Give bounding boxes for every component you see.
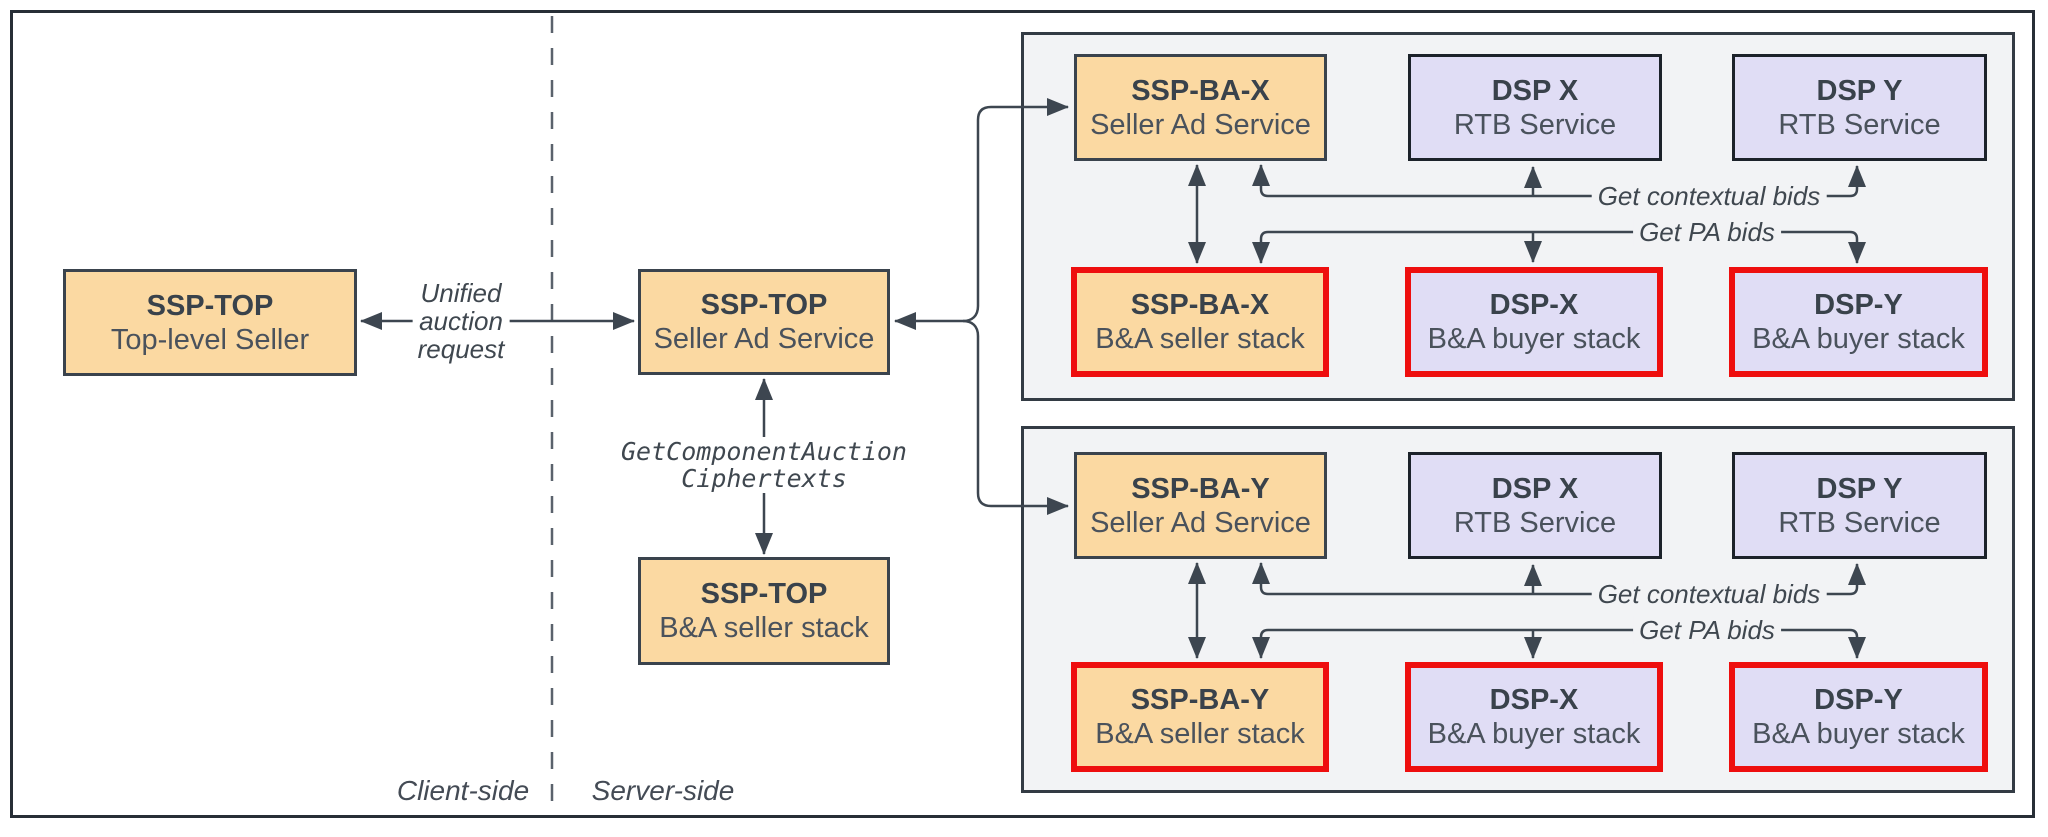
node-title: SSP-TOP bbox=[700, 578, 828, 610]
node-title: DSP-X bbox=[1489, 289, 1579, 321]
node-subtitle: RTB Service bbox=[1778, 506, 1941, 539]
node-subtitle: B&A buyer stack bbox=[1752, 323, 1965, 355]
panel-y-node-dsp-y-rtb-service: DSP Y RTB Service bbox=[1732, 452, 1987, 559]
node-title: DSP-Y bbox=[1814, 289, 1903, 321]
node-title: DSP Y bbox=[1816, 74, 1903, 107]
node-subtitle: Top-level Seller bbox=[110, 323, 310, 356]
node-title: DSP X bbox=[1491, 74, 1579, 107]
panel-x-edge-label-get-pa-bids: Get PA bids bbox=[1633, 218, 1781, 246]
diagram-frame bbox=[10, 10, 2035, 818]
client-side-label: Client-side bbox=[396, 775, 530, 806]
node-title: DSP X bbox=[1491, 472, 1579, 505]
node-title: DSP-X bbox=[1489, 684, 1579, 716]
panel-x-node-dsp-x-rtb-service: DSP X RTB Service bbox=[1408, 54, 1662, 161]
panel-y-edge-label-get-pa-bids: Get PA bids bbox=[1633, 616, 1781, 644]
panel-y-node-ssp-ba-y-ba-seller-stack: SSP-BA-Y B&A seller stack bbox=[1071, 662, 1329, 772]
panel-x-node-ssp-ba-x-ba-seller-stack: SSP-BA-X B&A seller stack bbox=[1071, 267, 1329, 377]
node-subtitle: B&A seller stack bbox=[1095, 323, 1305, 355]
node-subtitle: RTB Service bbox=[1778, 108, 1941, 141]
node-ssp-top-top-level-seller: SSP-TOP Top-level Seller bbox=[63, 269, 357, 376]
panel-x-node-dsp-y-ba-buyer-stack: DSP-Y B&A buyer stack bbox=[1729, 267, 1988, 377]
node-title: SSP-BA-Y bbox=[1131, 472, 1270, 505]
panel-x-node-dsp-x-ba-buyer-stack: DSP-X B&A buyer stack bbox=[1405, 267, 1663, 377]
node-ssp-top-ba-seller-stack: SSP-TOP B&A seller stack bbox=[638, 557, 890, 665]
node-title: SSP-TOP bbox=[700, 289, 828, 321]
node-title: SSP-BA-Y bbox=[1130, 684, 1270, 716]
node-subtitle: B&A buyer stack bbox=[1427, 718, 1641, 750]
edge-label-line: GetComponentAuction bbox=[621, 437, 907, 466]
panel-y-node-dsp-x-ba-buyer-stack: DSP-X B&A buyer stack bbox=[1405, 662, 1663, 772]
edge-label-get-component-auction-ciphertexts: GetComponentAuction Ciphertexts bbox=[616, 437, 912, 493]
edge-label-unified-auction-request: Unified auction request bbox=[412, 278, 510, 364]
node-ssp-top-seller-ad-service: SSP-TOP Seller Ad Service bbox=[638, 269, 890, 375]
node-subtitle: RTB Service bbox=[1453, 108, 1617, 141]
node-subtitle: B&A buyer stack bbox=[1752, 718, 1965, 750]
server-side-label: Server-side bbox=[591, 775, 735, 806]
edge-label-line: Unified bbox=[420, 278, 502, 308]
node-subtitle: Seller Ad Service bbox=[653, 323, 875, 355]
node-subtitle: RTB Service bbox=[1453, 506, 1617, 539]
panel-y-edge-label-get-contextual-bids: Get contextual bids bbox=[1591, 580, 1827, 608]
panel-y-node-ssp-ba-y-seller-ad-service: SSP-BA-Y Seller Ad Service bbox=[1074, 452, 1327, 559]
edge-label-line: Ciphertexts bbox=[681, 464, 847, 493]
node-title: SSP-BA-X bbox=[1130, 289, 1270, 321]
panel-x-node-ssp-ba-x-seller-ad-service: SSP-BA-X Seller Ad Service bbox=[1074, 54, 1327, 161]
node-subtitle: Seller Ad Service bbox=[1090, 108, 1311, 141]
node-title: DSP Y bbox=[1816, 472, 1903, 505]
node-subtitle: Seller Ad Service bbox=[1090, 506, 1311, 539]
node-subtitle: B&A seller stack bbox=[1095, 718, 1305, 750]
node-title: DSP-Y bbox=[1814, 684, 1903, 716]
node-subtitle: B&A seller stack bbox=[659, 612, 869, 644]
node-title: SSP-BA-X bbox=[1131, 74, 1270, 107]
panel-x-edge-label-get-contextual-bids: Get contextual bids bbox=[1591, 182, 1827, 210]
edge-label-line: request bbox=[417, 334, 505, 364]
node-subtitle: B&A buyer stack bbox=[1427, 323, 1641, 355]
panel-x-node-dsp-y-rtb-service: DSP Y RTB Service bbox=[1732, 54, 1987, 161]
panel-y-node-dsp-x-rtb-service: DSP X RTB Service bbox=[1408, 452, 1662, 559]
edge-label-line: auction bbox=[419, 306, 503, 336]
panel-y-node-dsp-y-ba-buyer-stack: DSP-Y B&A buyer stack bbox=[1729, 662, 1988, 772]
node-title: SSP-TOP bbox=[146, 289, 274, 322]
